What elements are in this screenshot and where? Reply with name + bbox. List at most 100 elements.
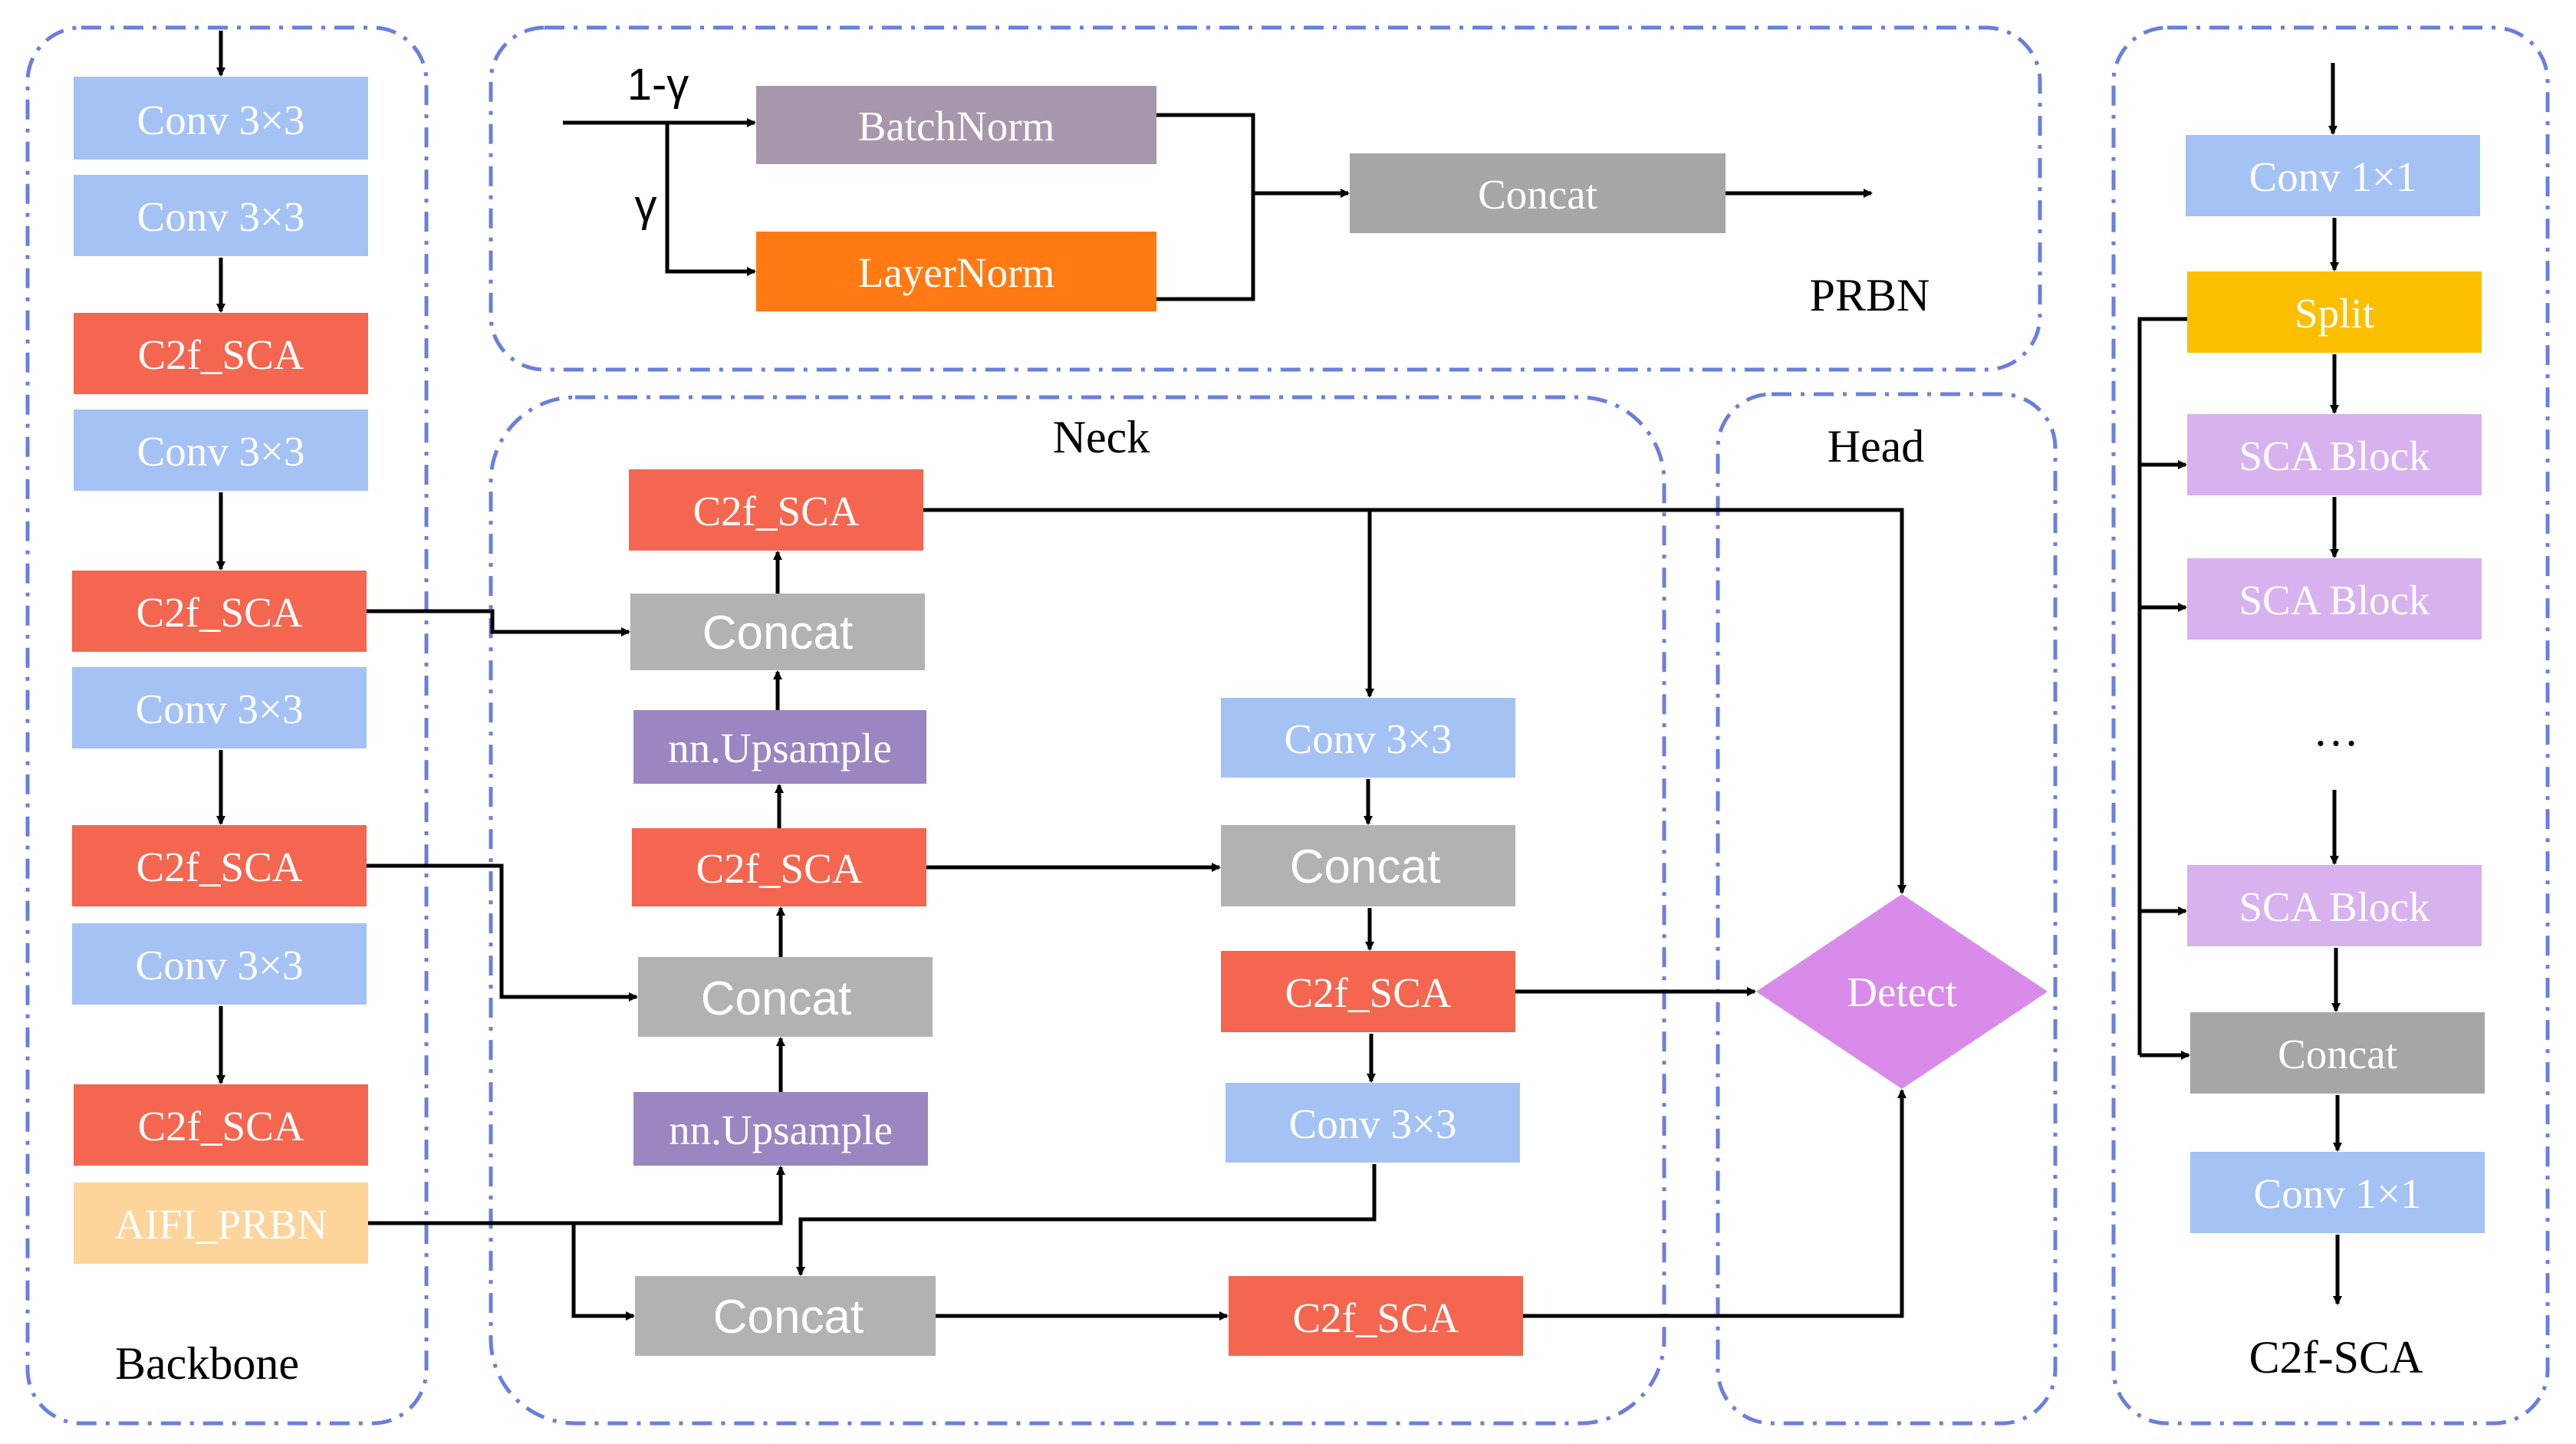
neck-c2f-sca-bottom-box bbox=[1229, 1276, 1523, 1356]
neck-c2f-sca-mid-label: C2f_SCA bbox=[696, 845, 863, 892]
backbone-conv-1-label: Conv 3×3 bbox=[137, 97, 305, 143]
neck-conv-right-bottom: Conv 3×3 bbox=[1225, 1083, 1520, 1163]
neck-concat-mid-label: Concat bbox=[701, 972, 851, 1025]
backbone-conv-4-label: Conv 3×3 bbox=[136, 686, 304, 732]
c2f-sca-block-2-box bbox=[2187, 558, 2482, 640]
prbn-batchnorm: BatchNorm bbox=[756, 86, 1156, 164]
neck-c2f-sca-right: C2f_SCA bbox=[1221, 951, 1515, 1032]
neck-c2f-sca-top-box bbox=[629, 469, 923, 551]
neck-concat-top: Concat bbox=[630, 594, 925, 670]
backbone-frame bbox=[25, 25, 429, 1426]
c2f-sca-block-3-box bbox=[2187, 865, 2482, 946]
prbn-batchnorm-out bbox=[1156, 113, 1255, 301]
backbone-c2f-sca-2: C2f_SCA bbox=[72, 571, 367, 652]
neck-concat-top-label: Concat bbox=[702, 607, 853, 660]
prbn-batchnorm-label: BatchNorm bbox=[858, 103, 1055, 150]
c2f-sca-block-1-box bbox=[2187, 414, 2482, 495]
prbn-concat-box bbox=[1350, 153, 1726, 233]
backbone-c2f-sca-2-box bbox=[72, 571, 367, 652]
head-c2f-bottom-to-detect bbox=[1523, 1089, 1907, 1318]
c2f-conv-top-box bbox=[2186, 135, 2480, 216]
prbn-frame bbox=[489, 25, 2042, 372]
neck-upsample-top-box bbox=[633, 710, 926, 784]
c2f-conv-bottom-box bbox=[2190, 1152, 2485, 1233]
neck-c2f-sca-mid-box bbox=[632, 828, 926, 906]
neck-c2f-sca-right-label: C2f_SCA bbox=[1285, 969, 1452, 1016]
backbone-conv-5: Conv 3×3 bbox=[72, 923, 367, 1005]
c2f-conv-bottom: Conv 1×1 bbox=[2190, 1152, 2485, 1233]
detect-label: Detect bbox=[1847, 969, 1957, 1015]
neck-concat-right-box bbox=[1221, 825, 1515, 906]
neck-skip-from-backbone-c2f-2 bbox=[367, 609, 630, 636]
backbone-c2f-sca-4-box bbox=[74, 1084, 368, 1166]
neck-skip-from-backbone-c2f-3 bbox=[367, 863, 638, 1002]
neck-upsample-bottom: nn.Upsample bbox=[633, 1092, 928, 1166]
backbone-conv-3-label: Conv 3×3 bbox=[137, 428, 305, 475]
neck-conv-right-bottom-label: Conv 3×3 bbox=[1289, 1100, 1457, 1147]
prbn-gamma-upper: 1-γ bbox=[627, 60, 689, 110]
backbone-aifi-prbn: AIFI_PRBN bbox=[74, 1183, 368, 1264]
c2f-sca-block-2-label: SCA Block bbox=[2239, 577, 2430, 623]
backbone-aifi-prbn-box bbox=[74, 1183, 368, 1264]
backbone-conv-3: Conv 3×3 bbox=[74, 410, 368, 491]
c2f-conv-top: Conv 1×1 bbox=[2186, 135, 2480, 216]
backbone-c2f-sca-1-box bbox=[74, 313, 368, 394]
backbone-c2f-sca-1-label: C2f_SCA bbox=[138, 331, 304, 378]
neck-concat-mid-box bbox=[638, 957, 933, 1037]
c2f-sca-title: C2f-SCA bbox=[2249, 1332, 2423, 1383]
head-title: Head bbox=[1828, 421, 1925, 472]
neck-concat-top-box bbox=[630, 594, 925, 670]
prbn-layernorm-box bbox=[756, 232, 1156, 311]
backbone-c2f-sca-3: C2f_SCA bbox=[72, 825, 367, 906]
detect-diamond bbox=[1756, 894, 2048, 1089]
c2f-sca-module: Conv 1×1 Split SCA Block SCA Block … SCA… bbox=[2137, 63, 2485, 1383]
neck-concat-bottom: Concat bbox=[635, 1276, 936, 1356]
c2f-concat-label: Concat bbox=[2278, 1031, 2397, 1077]
c2f-sca-block-1-label: SCA Block bbox=[2239, 433, 2430, 479]
c2f-sca-block-1: SCA Block bbox=[2187, 414, 2482, 495]
neck-c2f-sca-bottom-label: C2f_SCA bbox=[1293, 1294, 1459, 1341]
neck-conv-right-to-concat-bottom bbox=[796, 1164, 1377, 1276]
neck-conv-right-top-box bbox=[1221, 698, 1515, 778]
prbn-layernorm: LayerNorm bbox=[756, 232, 1156, 311]
backbone-conv-1-box bbox=[74, 77, 368, 160]
neck-aifi-to-concat-bottom bbox=[571, 1223, 635, 1321]
backbone-conv-1: Conv 3×3 bbox=[74, 77, 368, 160]
c2f-split-box bbox=[2187, 271, 2482, 353]
neck-conv-right-top-label: Conv 3×3 bbox=[1285, 715, 1452, 762]
backbone-c2f-sca-4: C2f_SCA bbox=[74, 1084, 368, 1166]
prbn-gamma-lower: γ bbox=[635, 181, 657, 231]
c2f-sca-block-3-label: SCA Block bbox=[2239, 883, 2430, 930]
neck-upsample-top-label: nn.Upsample bbox=[668, 725, 892, 771]
prbn: BatchNorm LayerNorm Concat 1-γ γ PRBN bbox=[563, 60, 1930, 321]
neck-c2f-sca-right-box bbox=[1221, 951, 1515, 1032]
neck-c2f-sca-bottom: C2f_SCA bbox=[1229, 1276, 1523, 1356]
prbn-title: PRBN bbox=[1810, 270, 1930, 321]
backbone-conv-3-box bbox=[74, 410, 368, 491]
backbone-conv-4: Conv 3×3 bbox=[72, 667, 367, 748]
neck-title: Neck bbox=[1053, 412, 1150, 462]
head-c2f-top-to-detect bbox=[923, 508, 1907, 894]
c2f-concat-box bbox=[2190, 1012, 2485, 1094]
c2f-concat: Concat bbox=[2190, 1012, 2485, 1094]
prbn-concat-label: Concat bbox=[1478, 171, 1597, 218]
neck: Neck C2f_SCA Concat nn.Upsample C2f_SCA … bbox=[367, 412, 1523, 1356]
neck-concat-mid: Concat bbox=[638, 957, 933, 1037]
c2f-split-label: Split bbox=[2295, 290, 2374, 337]
neck-frame bbox=[489, 395, 1666, 1426]
neck-concat-right-label: Concat bbox=[1290, 840, 1440, 893]
c2f-sca-block-2: SCA Block bbox=[2187, 558, 2482, 640]
neck-concat-bottom-label: Concat bbox=[713, 1291, 864, 1344]
neck-upsample-top: nn.Upsample bbox=[633, 710, 926, 784]
neck-aifi-to-upsample bbox=[368, 1166, 785, 1225]
neck-concat-right: Concat bbox=[1221, 825, 1515, 906]
detect-node: Detect bbox=[1756, 894, 2048, 1089]
prbn-batchnorm-box bbox=[756, 86, 1156, 164]
backbone-c2f-sca-4-label: C2f_SCA bbox=[138, 1103, 304, 1150]
backbone-conv-5-box bbox=[72, 923, 367, 1005]
c2f-ellipsis: … bbox=[2313, 705, 2359, 755]
backbone-conv-2-box bbox=[74, 175, 368, 256]
c2f-sca-frame bbox=[2111, 25, 2550, 1426]
backbone-title: Backbone bbox=[115, 1338, 299, 1389]
neck-conv-right-bottom-box bbox=[1225, 1083, 1520, 1163]
